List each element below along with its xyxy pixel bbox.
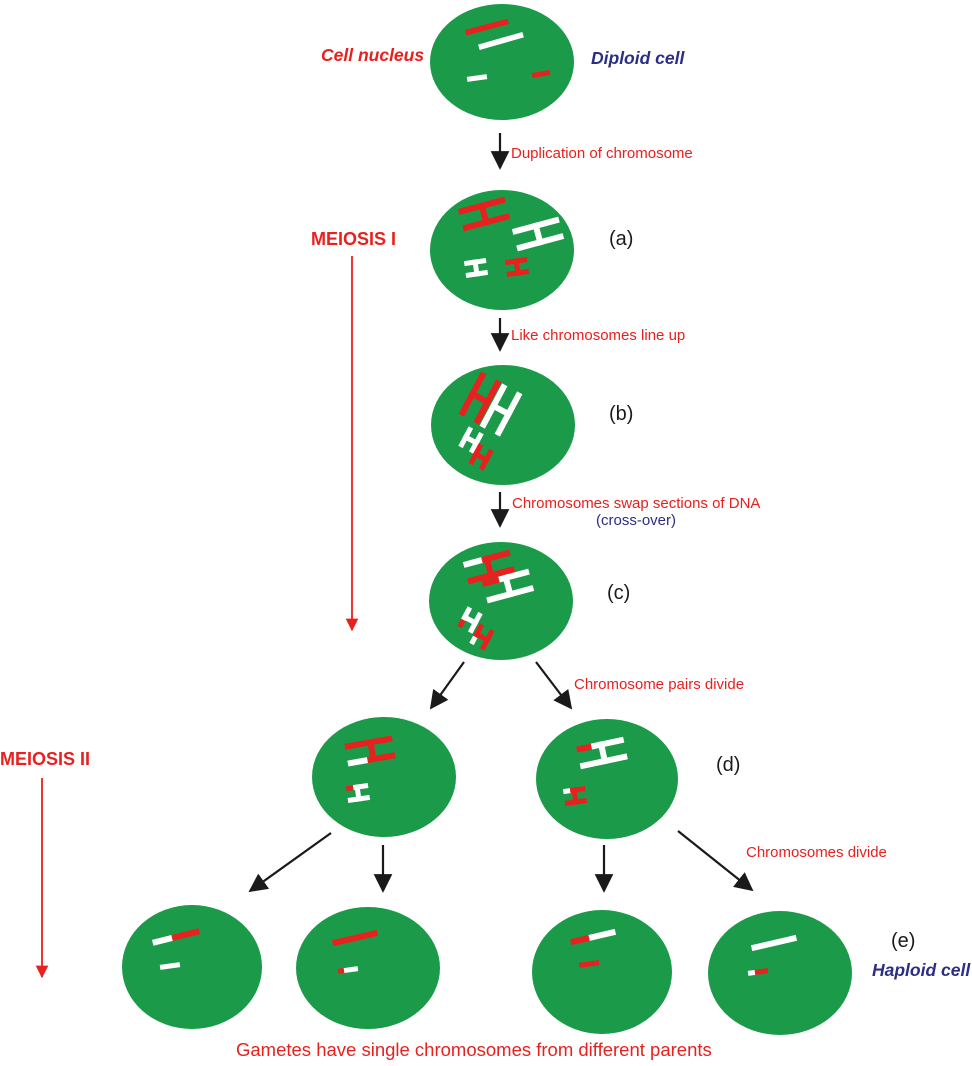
stage-c-label: (c): [607, 582, 631, 604]
crossover-label: (cross-over): [596, 512, 677, 529]
stage-e-label: (e): [891, 930, 916, 952]
step-pairs-divide-label: Chromosome pairs divide: [574, 676, 745, 693]
cell-gamete-3: [532, 910, 672, 1034]
stage-a-label: (a): [609, 228, 634, 250]
chromosome-white-long: [478, 31, 524, 51]
haploid-cell-label: Haploid cell: [872, 960, 971, 980]
cell-gamete-4: [708, 911, 852, 1035]
cell-body: [122, 905, 262, 1029]
crossover-chromosome-white-large: [481, 568, 535, 604]
chromosome-red-long: [465, 18, 509, 36]
cell-stage-c: [429, 542, 573, 660]
step-duplication-label: Duplication of chromosome: [511, 145, 693, 162]
chromosome-white-red-long: [151, 928, 201, 946]
chromosome-white-short: [159, 962, 181, 970]
cell-body: [536, 719, 678, 839]
diploid-cell-label: Diploid cell: [591, 48, 685, 68]
cell-body: [296, 907, 440, 1029]
step-swap-label: Chromosomes swap sections of DNA: [512, 495, 761, 512]
meiosis-ii-label: MEIOSIS II: [0, 749, 91, 769]
diagram-caption: Gametes have single chromosomes from dif…: [236, 1039, 712, 1060]
cell-stage-d-left: [312, 717, 456, 837]
cell-body: [532, 910, 672, 1034]
chromosome-red-long: [331, 929, 379, 947]
step-chromosomes-divide-label: Chromosomes divide: [746, 844, 887, 861]
stage-b-label: (b): [609, 403, 634, 425]
chromosome-red-white-long: [569, 928, 617, 946]
cell-body: [429, 542, 573, 660]
cell-stage-d-right: [536, 719, 678, 839]
chromosome-red-short: [578, 960, 600, 968]
cell-body: [708, 911, 852, 1035]
chromosome-white-with-red-segment: [576, 736, 628, 770]
chromosome-red-short: [531, 69, 551, 79]
cell-gamete-2: [296, 907, 440, 1029]
cell-body: [312, 717, 456, 837]
flow-arrows: [248, 133, 754, 893]
meiosis-i-label: MEIOSIS I: [311, 229, 397, 249]
phase-arrows: [35, 256, 359, 979]
chromosome-red-white-short: [337, 966, 359, 974]
cell-gamete-1: [122, 905, 262, 1029]
cell-diploid: [430, 4, 574, 120]
chromosome-red-with-white-segment: [562, 786, 588, 806]
arrow-divide-right: [535, 661, 573, 710]
crossover-chromosome-white-small: [457, 606, 483, 634]
cell-stage-b: [431, 365, 575, 485]
chromosome-white-red-short: [747, 968, 769, 976]
chromosome-white-short: [466, 74, 488, 82]
arrow-to-gamete-4: [677, 830, 754, 892]
cell-nucleus-label: Cell nucleus: [321, 45, 425, 65]
chromosome-red-with-white-segment: [344, 735, 396, 767]
arrow-divide-left: [429, 661, 465, 710]
cell-stage-a: [430, 190, 574, 310]
arrow-to-gamete-1: [248, 832, 332, 893]
cell-body: [430, 190, 574, 310]
chromosome-white-long: [750, 934, 798, 952]
crossover-chromosome-red-small: [469, 623, 495, 651]
crossover-chromosome-red-large: [462, 549, 516, 585]
step-line-up-label: Like chromosomes line up: [511, 327, 686, 344]
stage-d-label: (d): [716, 754, 741, 776]
chromosome-white-with-red-segment: [345, 783, 371, 803]
